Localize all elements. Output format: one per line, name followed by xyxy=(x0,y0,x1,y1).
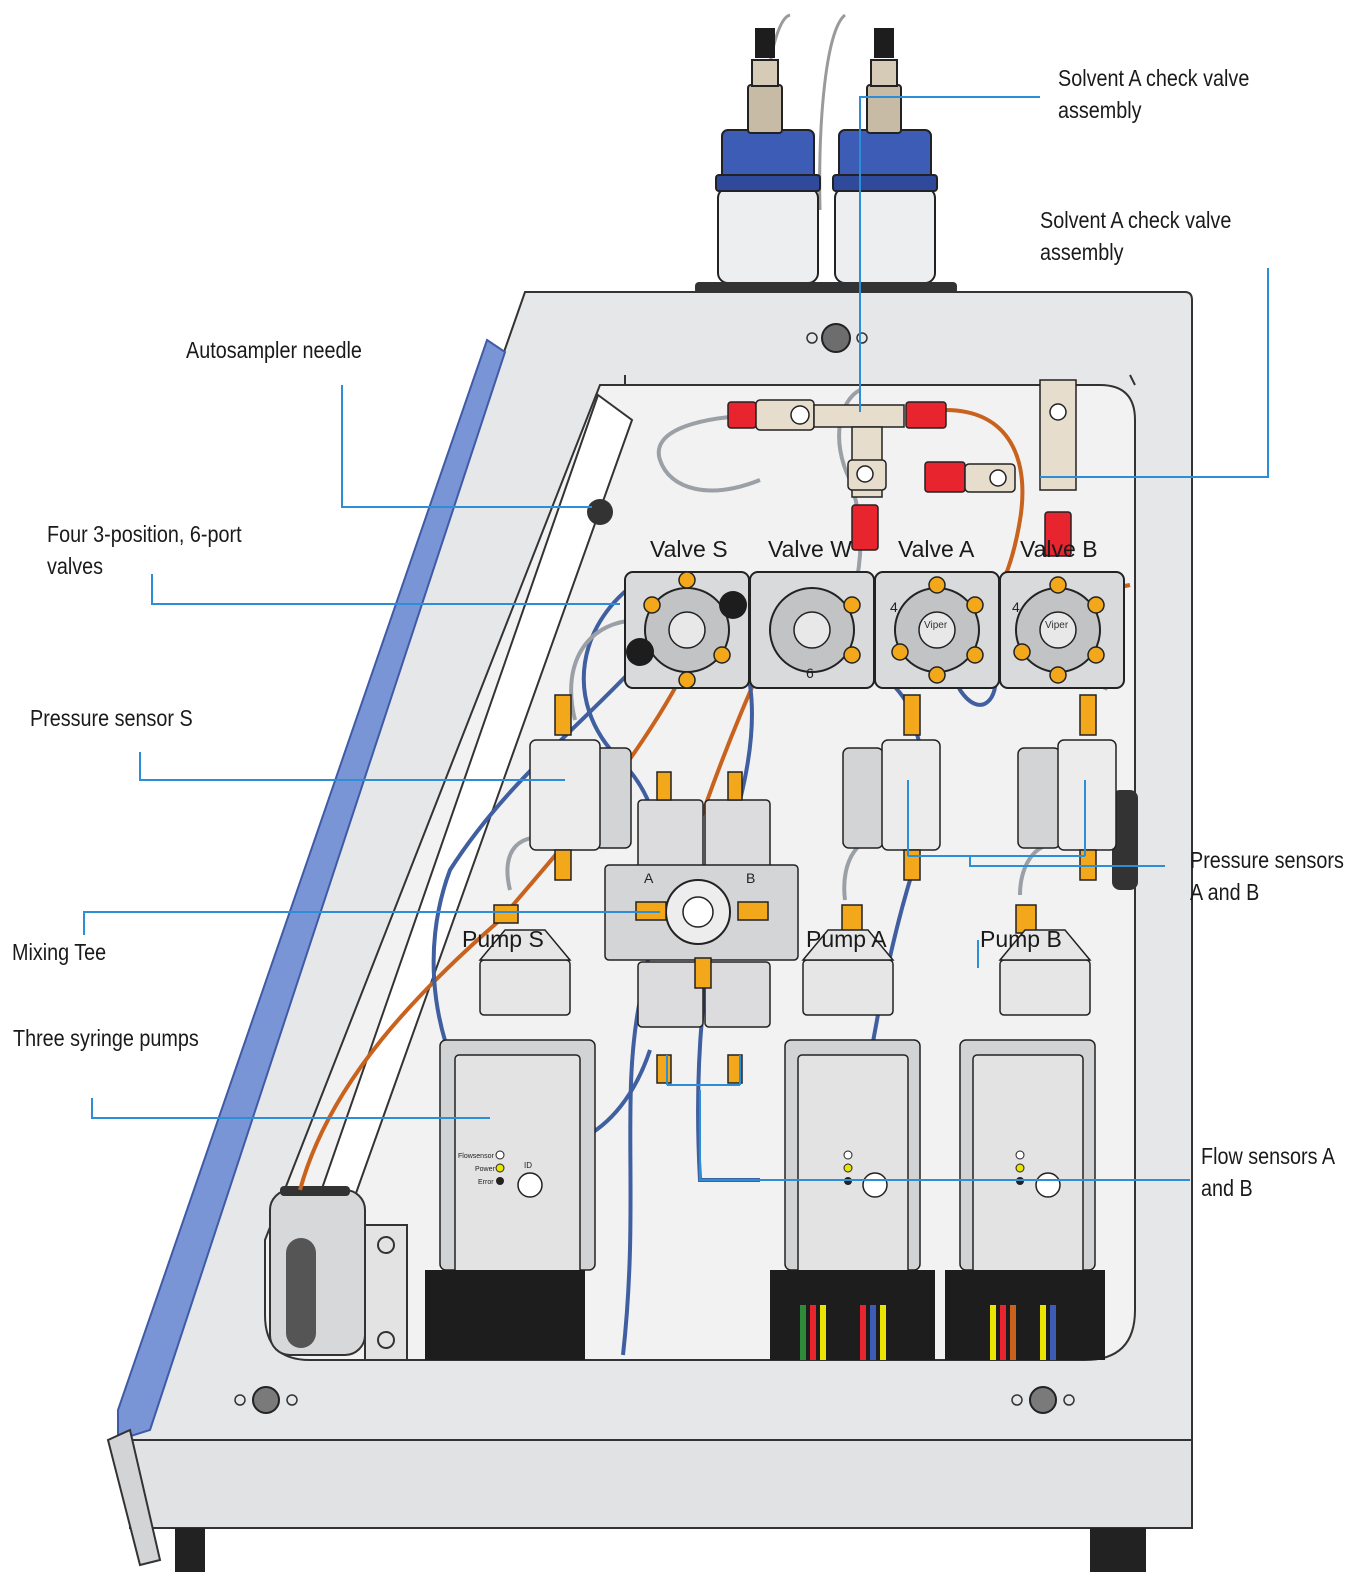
leader-flow-sensors xyxy=(666,1055,1190,1181)
leader-solvent-a-second xyxy=(1040,268,1269,478)
valve-b: Viper 4 xyxy=(999,571,1125,689)
pump-a-label: Pump A xyxy=(806,926,887,952)
leader-lines xyxy=(83,96,1269,1181)
tee-port-a: A xyxy=(644,870,654,886)
callout-pressure-sensor-s: Pressure sensor S xyxy=(30,702,193,734)
valve-s xyxy=(624,571,750,689)
callout-solvent-a-top-line1: Solvent A check valve xyxy=(1058,65,1250,91)
solvent-bottles xyxy=(695,13,957,294)
pressure-sensor-a xyxy=(842,694,941,881)
pressure-sensors xyxy=(529,694,1117,881)
callout-mixing-tee: Mixing Tee xyxy=(12,936,106,968)
valve-a-port-4: 4 xyxy=(890,599,898,615)
pressure-sensor-b xyxy=(1017,694,1117,881)
leader-mixing-tee xyxy=(83,911,660,935)
pump-led-power: Power xyxy=(475,1166,496,1173)
valve-a-label: Valve A xyxy=(898,536,975,562)
pump-s xyxy=(425,929,596,1360)
callout-three-syringe-pumps: Three syringe pumps xyxy=(13,1022,199,1054)
callout-four-valves-line1: Four 3-position, 6-port xyxy=(47,521,242,547)
bottle-right xyxy=(832,28,938,284)
callout-autosampler-needle: Autosampler needle xyxy=(186,334,362,366)
callout-four-valves-line2: valves xyxy=(47,553,104,579)
tee-port-b: B xyxy=(746,870,755,886)
pump-a xyxy=(770,929,935,1360)
side-trim xyxy=(117,338,507,1442)
leader-four-valves xyxy=(151,574,620,605)
pump-b-label: Pump B xyxy=(980,926,1062,952)
leader-autosampler-needle xyxy=(341,385,592,508)
mixing-tee-assembly: A B xyxy=(493,771,1037,1084)
valve-b-port-4: 4 xyxy=(1012,599,1020,615)
callout-flow-sensors-ab-line2: and B xyxy=(1201,1175,1253,1201)
callout-pressure-sensors-ab: Pressure sensors A and B xyxy=(1190,844,1344,908)
flow-sensor-b xyxy=(704,961,771,1084)
valve-b-label: Valve B xyxy=(1020,536,1098,562)
valves: 6 Viper 4 Viper 4 Valve S Valve xyxy=(624,536,1125,689)
valve-a-brand: Viper xyxy=(924,620,948,631)
valve-b-brand: Viper xyxy=(1045,620,1069,631)
callout-pressure-sensor-s-line1: Pressure sensor S xyxy=(30,705,193,731)
callout-four-valves: Four 3-position, 6-port valves xyxy=(47,518,242,582)
valve-w-port-6: 6 xyxy=(806,665,814,681)
callout-solvent-a-top: Solvent A check valve assembly xyxy=(1058,62,1249,126)
pressure-sensor-s xyxy=(529,694,632,881)
syringe-pumps: Pump S Pump A Pump B Flowsensor Power Er… xyxy=(425,926,1105,1360)
callout-solvent-a-top-line2: assembly xyxy=(1058,97,1142,123)
callout-solvent-a-second: Solvent A check valve assembly xyxy=(1040,204,1231,268)
pump-s-label: Pump S xyxy=(462,926,544,952)
screw-right xyxy=(1011,1386,1075,1414)
screw-left xyxy=(234,1386,298,1414)
callout-solvent-a-second-line1: Solvent A check valve xyxy=(1040,207,1232,233)
leader-pressure-sensor-s xyxy=(139,752,565,781)
pump-led-flowsensor: Flowsensor xyxy=(458,1153,494,1160)
autosampler-needle-port xyxy=(587,499,613,525)
leader-pressure-sensors-ab xyxy=(907,780,1165,867)
callout-flow-sensors-ab: Flow sensors A and B xyxy=(1201,1140,1335,1204)
callout-pressure-sensors-ab-line2: A and B xyxy=(1190,879,1260,905)
pump-id: ID xyxy=(524,1161,532,1170)
callout-solvent-a-second-line2: assembly xyxy=(1040,239,1124,265)
check-valve-fittings xyxy=(727,379,1077,557)
chassis-base xyxy=(129,1439,1193,1529)
callout-mixing-tee-line1: Mixing Tee xyxy=(12,939,107,965)
valve-w-label: Valve W xyxy=(768,536,852,562)
callout-flow-sensors-ab-line1: Flow sensors A xyxy=(1201,1143,1336,1169)
pump-led-error: Error xyxy=(478,1179,494,1186)
valve-s-label: Valve S xyxy=(650,536,728,562)
valve-a: Viper 4 xyxy=(874,571,1000,689)
valve-w: 6 xyxy=(749,571,875,689)
pump-b xyxy=(945,929,1105,1360)
bottle-left xyxy=(715,28,821,284)
callout-three-syringe-pumps-line1: Three syringe pumps xyxy=(13,1025,199,1051)
callout-autosampler-needle-line1: Autosampler needle xyxy=(186,337,362,363)
leader-three-pumps xyxy=(91,1098,490,1119)
leader-solvent-a-top xyxy=(859,96,1040,412)
callout-pressure-sensors-ab-line1: Pressure sensors xyxy=(1190,847,1344,873)
